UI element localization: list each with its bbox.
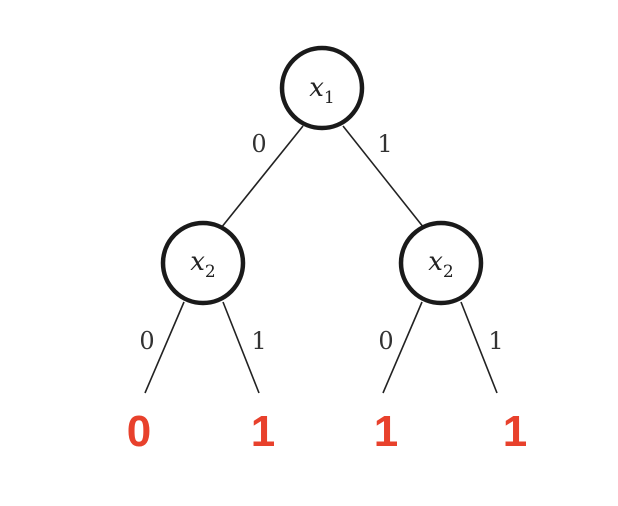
edge-root-left [220, 125, 304, 229]
leaf-value-1: 0 [127, 407, 151, 456]
edge-left-left [144, 301, 185, 394]
edge-root-right [342, 125, 425, 229]
leaf-value-3: 1 [374, 407, 398, 456]
edge-label-root-right: 1 [377, 130, 392, 158]
edge-label-root-left: 0 [251, 130, 266, 158]
node-left-sub: 2 [205, 262, 216, 282]
edge-label-right-right: 1 [488, 327, 503, 355]
edge-label-right-left: 0 [378, 327, 393, 355]
node-right-var: x [428, 247, 443, 277]
node-left-circle [160, 220, 246, 306]
edge-label-left-left: 0 [139, 327, 154, 355]
node-root-label: x1 [309, 73, 335, 108]
node-left: x2 [160, 220, 246, 306]
leaf-value-2: 1 [251, 407, 275, 456]
node-left-label: x2 [190, 247, 216, 282]
edge-right-right [460, 301, 498, 394]
node-right-label: x2 [428, 247, 454, 282]
node-root-sub: 1 [324, 88, 335, 108]
edge-right-left [382, 301, 423, 394]
node-right-circle [398, 220, 484, 306]
node-right: x2 [398, 220, 484, 306]
edge-label-left-right: 1 [251, 327, 266, 355]
node-right-sub: 2 [443, 262, 454, 282]
node-left-var: x [190, 247, 205, 277]
leaf-value-4: 1 [503, 407, 527, 456]
edge-left-right [222, 301, 260, 394]
node-root: x1 [279, 45, 365, 131]
node-root-circle [279, 45, 365, 131]
node-root-var: x [309, 73, 324, 103]
